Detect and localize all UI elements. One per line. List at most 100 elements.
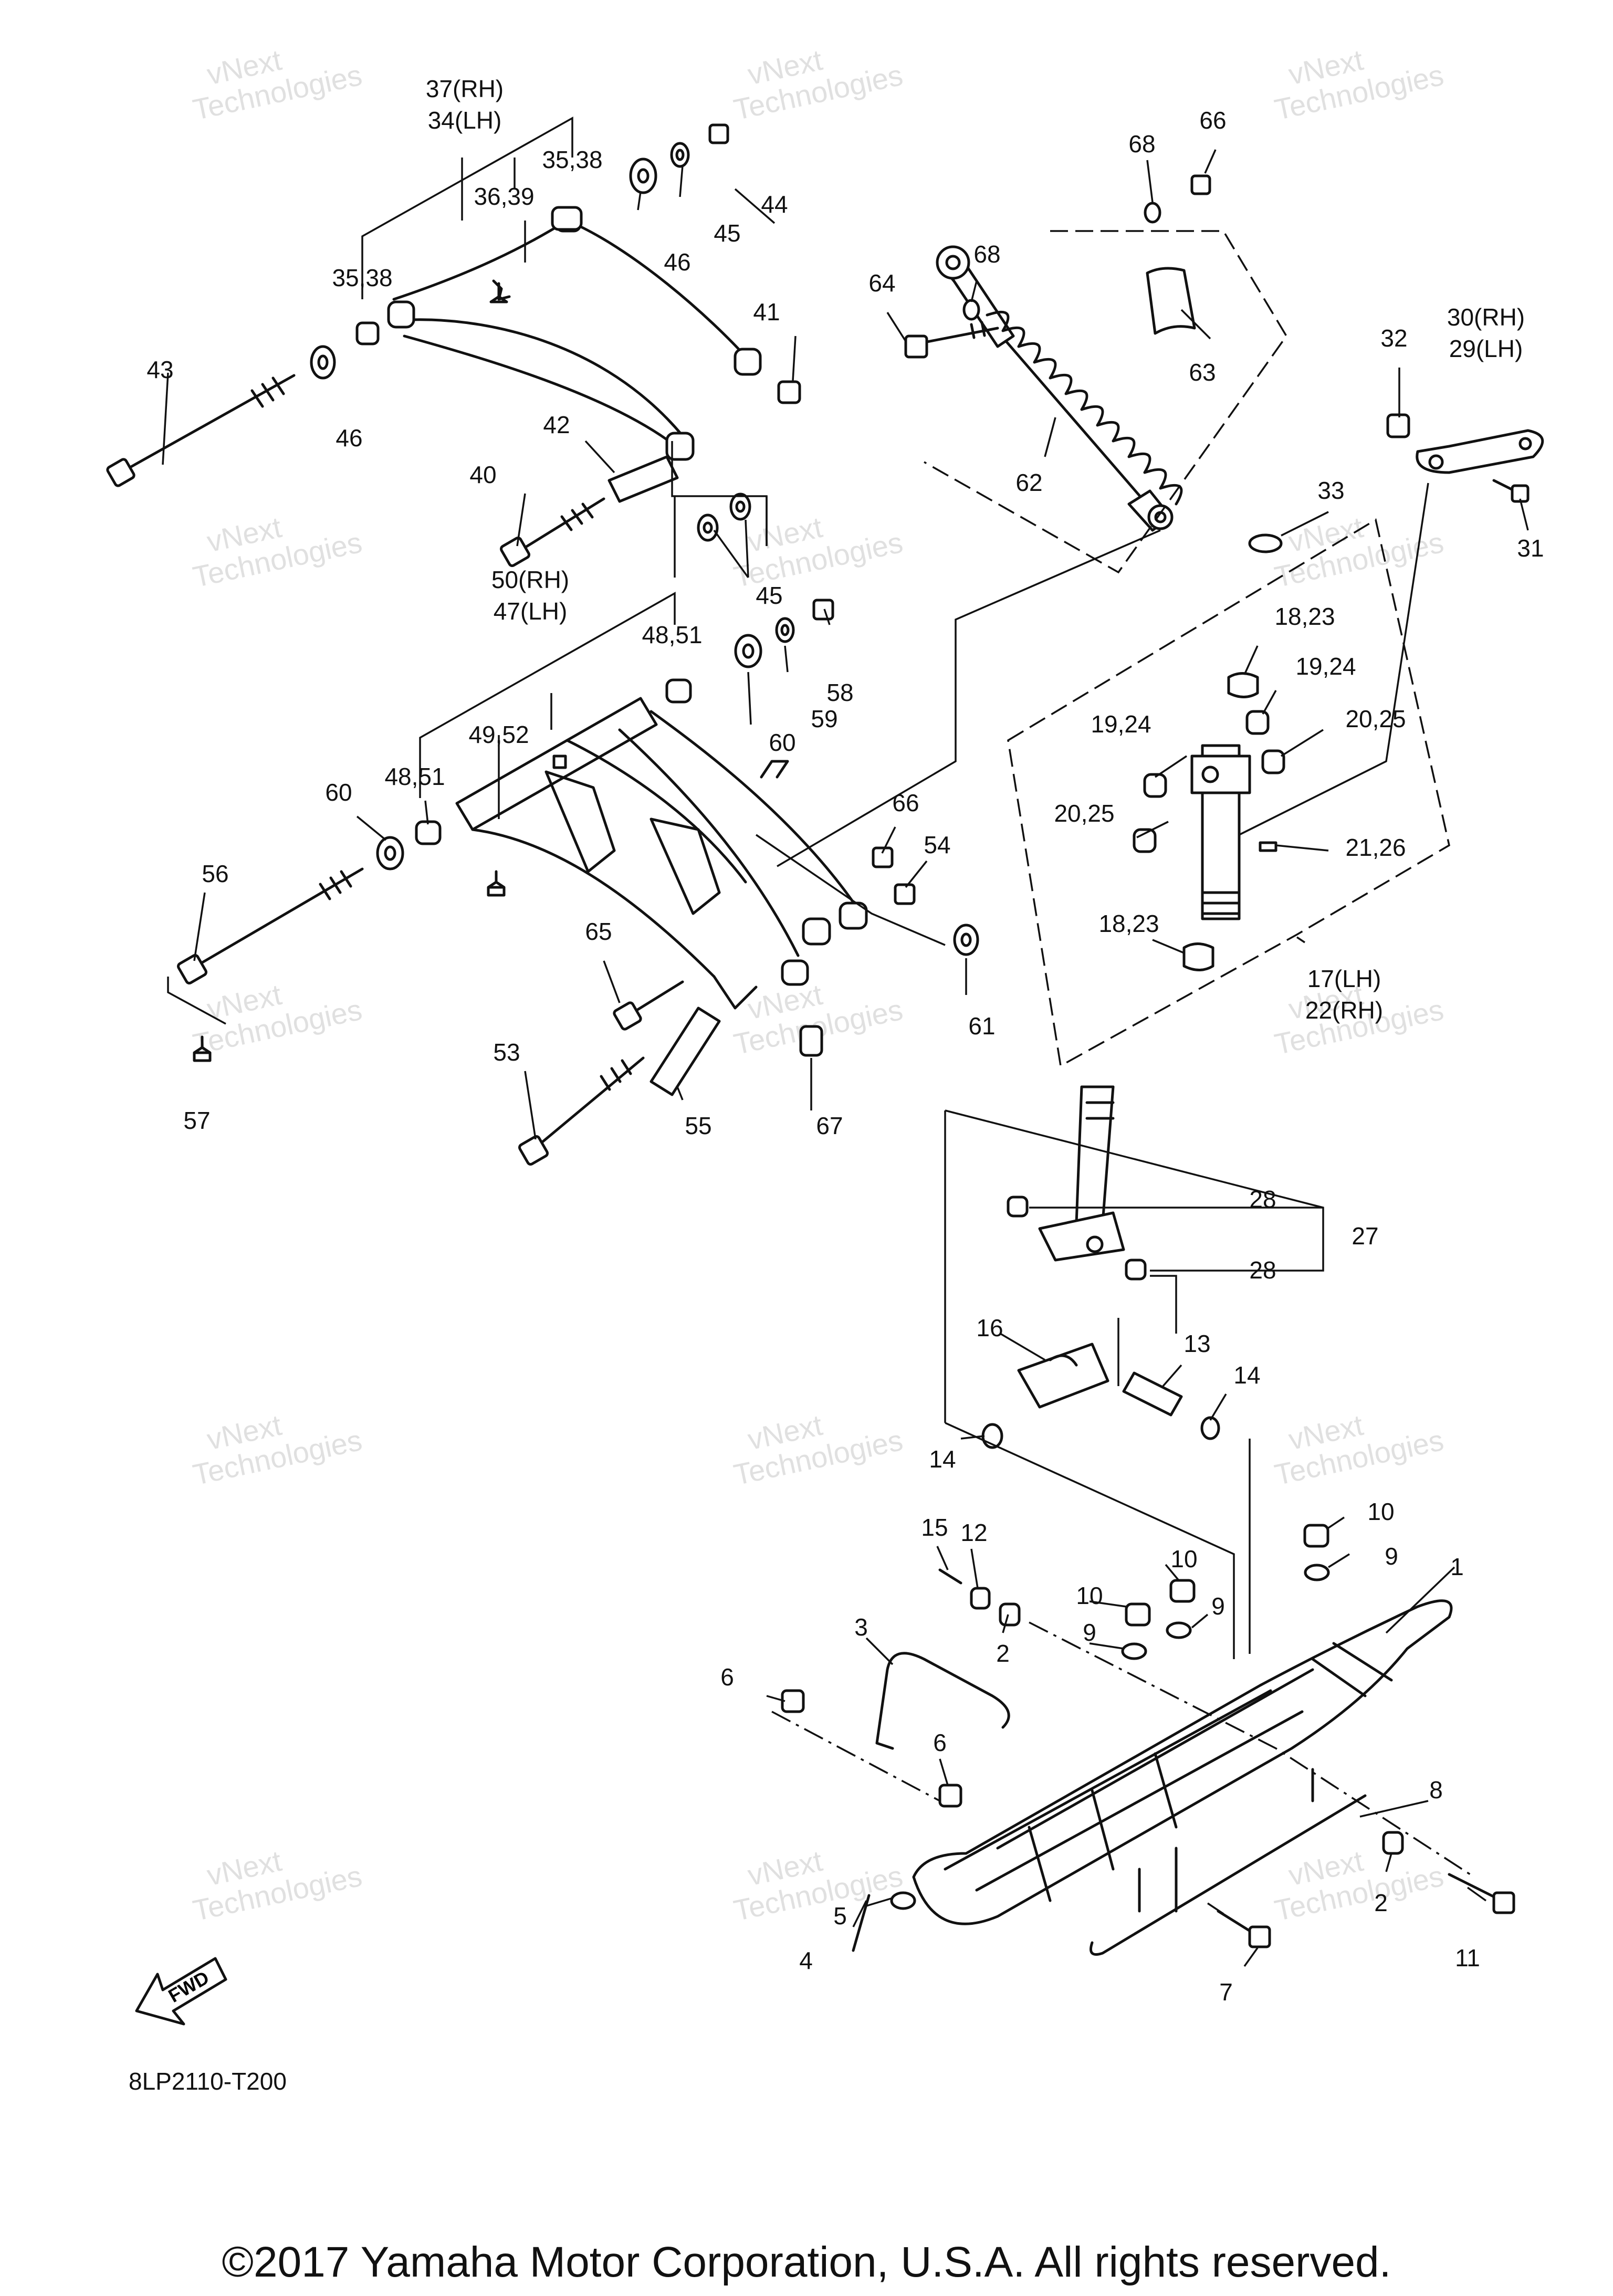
callout-label: 18,23 — [1274, 603, 1335, 630]
steering-link-line — [1239, 483, 1429, 836]
callout-label: 15 — [921, 1514, 948, 1541]
callout-label: 43 — [146, 356, 173, 383]
ski — [912, 1599, 1453, 1956]
callout-label: 42 — [543, 411, 570, 438]
callout-label: 6 — [933, 1729, 947, 1756]
callout-label: 9 — [1385, 1543, 1398, 1570]
callout-label: 16 — [976, 1314, 1003, 1341]
callout-label: 45 — [756, 582, 782, 609]
callout-label: 49,52 — [468, 721, 529, 748]
callout-label: 60 — [325, 779, 352, 806]
callout-label: 55 — [685, 1112, 711, 1139]
callout-label: 18,23 — [1098, 910, 1159, 937]
shock-mount-line — [777, 529, 1161, 867]
callout-label: 13 — [1183, 1330, 1210, 1357]
callout-label: 63 — [1189, 359, 1216, 386]
callout-label: 66 — [1199, 107, 1226, 134]
callout-label: 48,51 — [642, 621, 702, 648]
callout-label: 12 — [960, 1519, 987, 1546]
leader-lines — [162, 149, 1529, 1967]
callout-label: 9 — [1211, 1592, 1225, 1620]
callout-label: 35,38 — [332, 264, 392, 291]
callout-label: 8 — [1429, 1776, 1443, 1804]
callout-label: 50(RH) — [491, 566, 569, 593]
callout-label: 7 — [1219, 1978, 1233, 2006]
callout-label: 14 — [1233, 1361, 1260, 1389]
callout-label: 68 — [973, 240, 1000, 268]
callout-label: 19,24 — [1295, 653, 1356, 680]
callout-label: 64 — [868, 269, 895, 297]
callout-label: 56 — [202, 860, 228, 887]
ski-mount — [981, 1085, 1220, 1449]
callout-label: 68 — [1128, 130, 1155, 158]
copyright-notice: ©2017 Yamaha Motor Corporation, U.S.A. A… — [222, 2238, 1391, 2286]
callout-label: 37(RH) — [426, 75, 504, 102]
callout-label: 66 — [892, 789, 919, 816]
callout-label: 54 — [924, 831, 950, 858]
callout-label: 10 — [1076, 1582, 1103, 1609]
shock-group-outline — [924, 230, 1288, 574]
callout-label: 20,25 — [1054, 800, 1114, 827]
mount-bracket-lines — [944, 1110, 1251, 1659]
callout-label: 27 — [1352, 1222, 1378, 1250]
callout-label: 67 — [816, 1112, 843, 1139]
callout-label: 22(RH) — [1305, 997, 1383, 1024]
callout-label: 32 — [1380, 324, 1407, 352]
callout-label: 1 — [1450, 1553, 1464, 1580]
diagram-code: 8LP2110-T200 — [129, 2068, 287, 2095]
callout-label: 47(LH) — [494, 597, 568, 625]
ski-centerline — [771, 1621, 1471, 1915]
callout-label: 58 — [826, 679, 853, 706]
upper-arm-hardware — [106, 123, 801, 567]
callout-label: 31 — [1517, 534, 1544, 562]
callout-label: 34(LH) — [428, 107, 502, 134]
callout-label: 57 — [183, 1107, 210, 1134]
callout-label: 45 — [714, 219, 740, 247]
callout-label: 41 — [753, 298, 780, 326]
callout-label: 28 — [1249, 1186, 1276, 1213]
callout-label: 35,38 — [542, 146, 602, 173]
callout-label: 20,25 — [1345, 705, 1406, 732]
group-brackets — [167, 117, 1324, 1272]
callout-label: 11 — [1455, 1944, 1480, 1972]
callout-label: 17(LH) — [1307, 965, 1381, 992]
lower-a-arm — [455, 697, 868, 1010]
callout-label: 2 — [996, 1640, 1010, 1667]
callout-labels: 37(RH) 34(LH) 35,38 36,39 35,38 43 46 46… — [129, 75, 1544, 2095]
ski-handle — [875, 1652, 1010, 1750]
callout-label: 6 — [720, 1663, 734, 1691]
callout-label: 28 — [1249, 1256, 1276, 1284]
spindle-hardware — [1133, 533, 1285, 971]
callout-label: 33 — [1317, 477, 1344, 504]
callout-label: 44 — [761, 191, 788, 218]
callout-label: 21,26 — [1345, 834, 1406, 861]
callout-label: 60 — [769, 729, 795, 756]
callout-label: 40 — [469, 461, 496, 488]
callout-label: 62 — [1015, 469, 1042, 496]
ski-hardware — [781, 1524, 1515, 1952]
callout-label: 46 — [336, 424, 362, 452]
fwd-arrow: FWD — [135, 1957, 227, 2026]
callout-label: 59 — [811, 705, 837, 732]
steering-arm — [1386, 413, 1544, 503]
callout-label: 53 — [493, 1039, 520, 1066]
callout-label: 29(LH) — [1449, 335, 1523, 362]
callout-label: 2 — [1374, 1889, 1388, 1916]
callout-label: 4 — [799, 1947, 813, 1974]
callout-label: 5 — [833, 1902, 847, 1930]
callout-label: 19,24 — [1091, 710, 1151, 738]
shock-absorber — [904, 174, 1211, 532]
callout-label: 46 — [664, 248, 690, 276]
spindle-group-outline — [1007, 518, 1450, 1067]
callout-label: 14 — [929, 1445, 956, 1473]
callout-label: 48,51 — [384, 763, 445, 790]
callout-label: 61 — [968, 1012, 995, 1040]
callout-label: 36,39 — [474, 183, 534, 210]
callout-label: 10 — [1170, 1545, 1197, 1572]
callout-label: 65 — [585, 918, 612, 945]
callout-label: 30(RH) — [1447, 303, 1525, 331]
callout-label: 10 — [1367, 1498, 1394, 1525]
upper-a-arm — [387, 206, 762, 461]
